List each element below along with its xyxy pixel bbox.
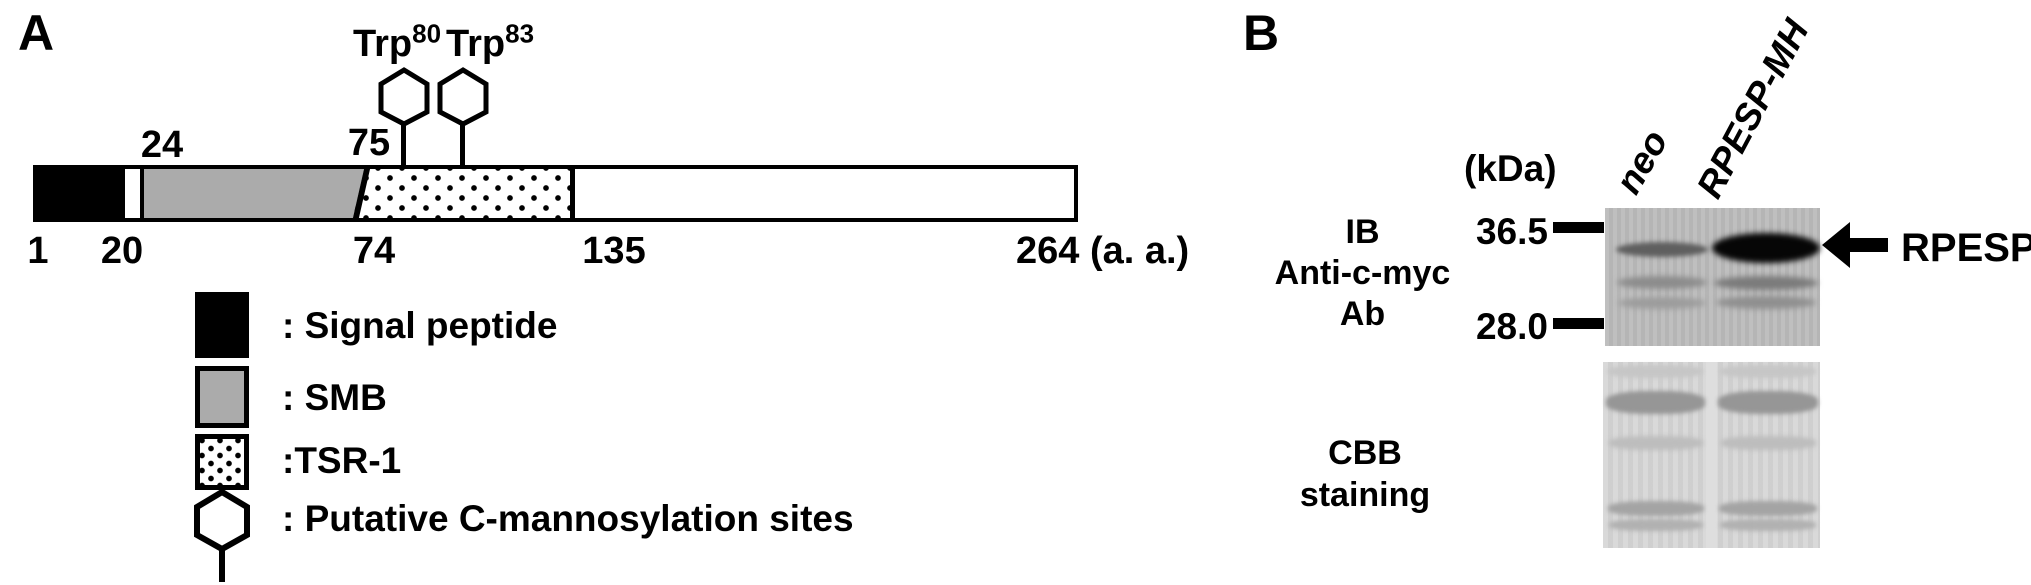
staining-line: staining bbox=[1299, 476, 1431, 514]
blot-band-rpesp-2 bbox=[1714, 276, 1818, 290]
ib-antibody-label: IB Anti-c-myc Ab bbox=[1265, 212, 1460, 335]
ab-line: Ab bbox=[1339, 295, 1386, 333]
trp83-sup: 83 bbox=[505, 18, 535, 49]
cbb-band bbox=[1720, 519, 1816, 531]
cbb-staining-label: CBB staining bbox=[1280, 432, 1450, 516]
residue-label-24: 24 bbox=[140, 124, 184, 166]
ib-blot-image bbox=[1605, 208, 1820, 346]
legend-swatch-tsr1 bbox=[195, 434, 249, 490]
residue-label-75: 75 bbox=[347, 122, 391, 164]
smb-left-border bbox=[140, 165, 146, 222]
residue-label-20: 20 bbox=[100, 230, 144, 272]
smb-segment bbox=[144, 165, 366, 222]
hexagon-stick bbox=[401, 124, 406, 168]
tsr1-right-border bbox=[570, 165, 575, 222]
band-arrow-label: RPESP bbox=[1901, 226, 2031, 270]
legend-swatch-signal-peptide bbox=[195, 292, 249, 358]
marker-28-0: 28.0 bbox=[1475, 306, 1548, 347]
kda-label: (kDa) bbox=[1464, 148, 1557, 189]
blot-band-rpesp-main bbox=[1712, 233, 1820, 263]
blot-band-neo-2 bbox=[1617, 276, 1707, 289]
cbb-band bbox=[1609, 436, 1703, 450]
panel-b-letter: B bbox=[1243, 5, 1280, 61]
legend-hexagon-icon bbox=[194, 488, 250, 582]
legend-label-c-mannosylation: : Putative C-mannosylation sites bbox=[282, 498, 854, 539]
signal-peptide-segment bbox=[33, 165, 125, 222]
blot-band-rpesp-3 bbox=[1716, 296, 1816, 309]
cbb-band bbox=[1719, 501, 1817, 516]
blot-band-neo-1 bbox=[1616, 242, 1708, 257]
legend-label-signal-peptide: : Signal peptide bbox=[282, 305, 558, 346]
cbb-band bbox=[1608, 365, 1703, 378]
trp80-label: Trp80 bbox=[353, 20, 441, 65]
ib-line: IB bbox=[1345, 213, 1380, 251]
cbb-lane-gap bbox=[1706, 362, 1717, 548]
hexagon-stick bbox=[460, 124, 465, 168]
residue-label-264: 264 (a. a.) bbox=[1016, 230, 1190, 272]
trp80-base: Trp bbox=[353, 23, 413, 65]
legend-label-smb: : SMB bbox=[282, 377, 387, 418]
cbb-band bbox=[1609, 519, 1703, 531]
anti-c-myc-line: Anti-c-myc bbox=[1274, 254, 1451, 292]
protein-domain-bar bbox=[33, 165, 1078, 222]
cbb-band bbox=[1608, 501, 1704, 516]
band-arrow-icon bbox=[1822, 222, 1888, 268]
residue-label-1: 1 bbox=[27, 230, 49, 272]
lane-label-rpesp-mh: RPESP-MH bbox=[1688, 12, 1817, 205]
cbb-line: CBB bbox=[1328, 434, 1402, 472]
residue-label-135: 135 bbox=[582, 230, 646, 272]
tsr1-segment bbox=[352, 165, 575, 222]
trp80-sup: 80 bbox=[412, 18, 442, 49]
marker-dash-28-0 bbox=[1553, 318, 1604, 329]
legend-swatch-smb bbox=[195, 366, 249, 428]
trp83-base: Trp bbox=[446, 23, 506, 65]
marker-36-5: 36.5 bbox=[1475, 211, 1548, 252]
lane-label-neo: neo bbox=[1607, 123, 1676, 201]
marker-dash-36-5 bbox=[1553, 222, 1604, 233]
cbb-band bbox=[1720, 365, 1816, 378]
cbb-gel-image bbox=[1603, 362, 1820, 548]
bar-outline bbox=[33, 165, 1078, 222]
cbb-band bbox=[1721, 436, 1816, 450]
residue-label-74: 74 bbox=[352, 230, 396, 272]
cbb-band bbox=[1606, 391, 1705, 414]
blot-band-neo-3 bbox=[1618, 297, 1706, 309]
legend-label-tsr1: :TSR-1 bbox=[282, 440, 402, 481]
cbb-band bbox=[1718, 391, 1818, 414]
panel-a-letter: A bbox=[18, 5, 55, 61]
trp83-label: Trp83 bbox=[446, 20, 534, 65]
hexagon-icon bbox=[378, 67, 430, 127]
hexagon-icon bbox=[437, 67, 489, 127]
